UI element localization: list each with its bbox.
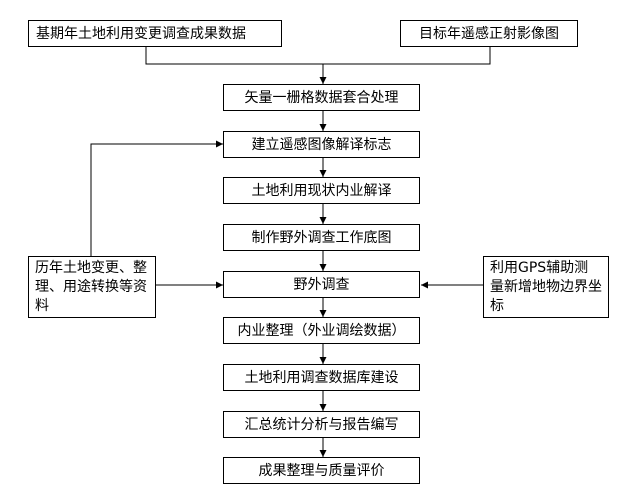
base-year-data-label: 基期年土地利用变更调查成果数据 xyxy=(36,25,246,42)
step-indoor-arrangement-label: 内业整理（外业调绘数据） xyxy=(237,322,406,339)
gps-survey-label: 利用GPS辅助测量新增地物边界坐标 xyxy=(490,259,602,314)
step-base-map-box: 制作野外调查工作底图 xyxy=(223,224,420,251)
step-database-label: 土地利用调查数据库建设 xyxy=(244,369,399,386)
step-vector-raster-label: 矢量一栅格数据套合处理 xyxy=(244,89,399,106)
step-field-survey-label: 野外调查 xyxy=(293,276,350,293)
step-statistics-report-box: 汇总统计分析与报告编写 xyxy=(223,411,420,438)
base-year-data-box: 基期年土地利用变更调查成果数据 xyxy=(28,20,282,47)
step-quality-evaluation-box: 成果整理与质量评价 xyxy=(223,457,420,484)
arrow-left-up-to-step2 xyxy=(90,140,223,256)
target-image-label: 目标年遥感正射影像图 xyxy=(419,25,559,42)
target-image-box: 目标年遥感正射影像图 xyxy=(400,20,578,47)
historical-data-label: 历年土地变更、整理、用途转换等资料 xyxy=(35,259,147,314)
step-database-box: 土地利用调查数据库建设 xyxy=(223,364,420,391)
step-quality-evaluation-label: 成果整理与质量评价 xyxy=(258,462,385,479)
step-indoor-interpretation-label: 土地利用现状内业解译 xyxy=(251,182,392,199)
merge-line xyxy=(145,46,491,65)
step-interpretation-key-label: 建立遥感图像解译标志 xyxy=(251,136,392,153)
step-field-survey-box: 野外调查 xyxy=(223,271,420,298)
step-interpretation-key-box: 建立遥感图像解译标志 xyxy=(223,131,420,158)
step-vector-raster-box: 矢量一栅格数据套合处理 xyxy=(223,84,420,111)
step-base-map-label: 制作野外调查工作底图 xyxy=(251,229,392,246)
historical-data-box: 历年土地变更、整理、用途转换等资料 xyxy=(28,256,156,318)
step-statistics-report-label: 汇总统计分析与报告编写 xyxy=(244,416,399,433)
step-indoor-arrangement-box: 内业整理（外业调绘数据） xyxy=(223,317,420,344)
step-indoor-interpretation-box: 土地利用现状内业解译 xyxy=(223,177,420,204)
gps-survey-box: 利用GPS辅助测量新增地物边界坐标 xyxy=(483,256,609,318)
